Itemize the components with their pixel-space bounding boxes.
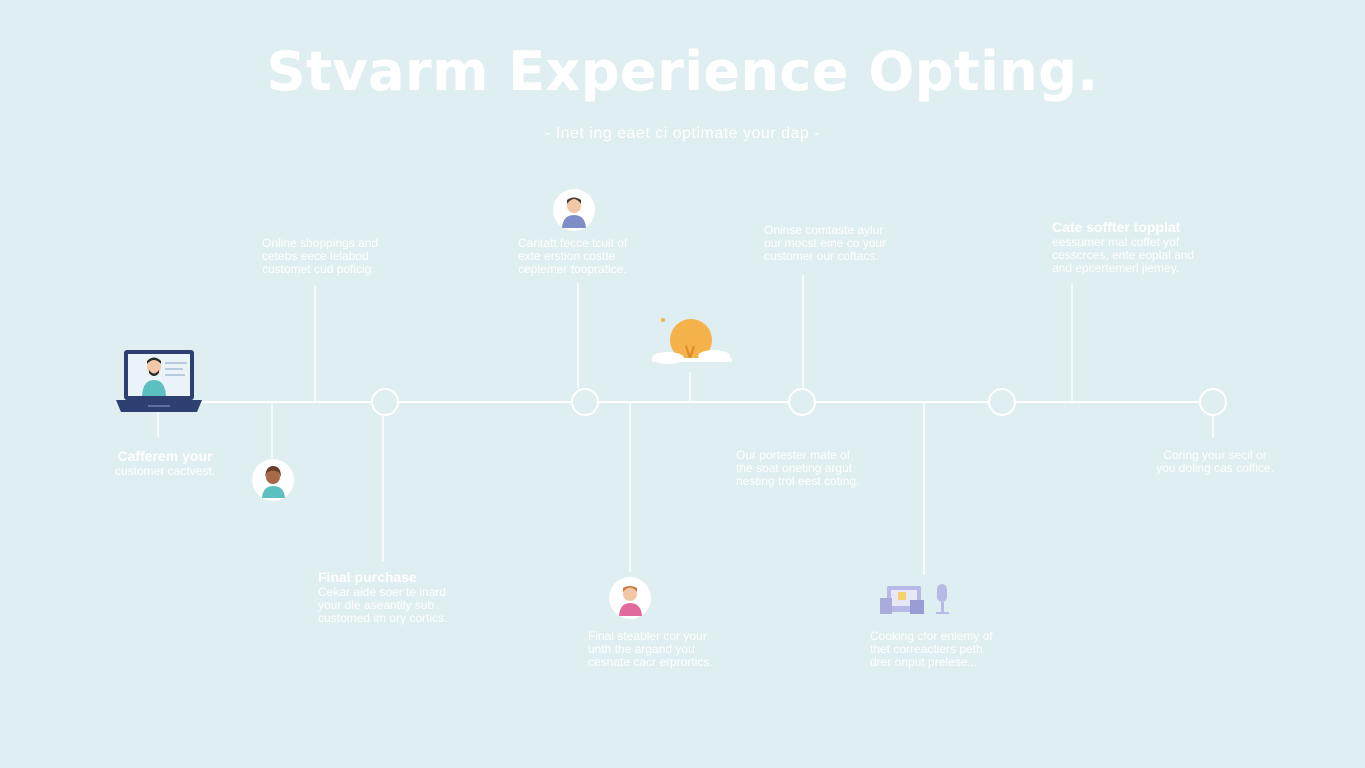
timeline-node-1: [371, 388, 399, 416]
step-text-4-heading: Cate soffter topplat: [1052, 219, 1181, 235]
step-text-4-body: eessumer mal coffet yof cesscrces, ente …: [1052, 235, 1195, 275]
step-text-3-body: Oninse comtaste aylur our mocst eme co y…: [764, 223, 887, 263]
person-avatar-icon-top: [553, 189, 595, 231]
step-text-6-heading: Final purchase: [318, 569, 417, 585]
laptop-icon: [116, 350, 202, 412]
step-text-3: Oninse comtaste aylur our mocst eme co y…: [764, 224, 914, 263]
page-subtitle: - Inet ing eaet ci optimate your dap -: [544, 125, 821, 142]
devices-icon: [880, 586, 924, 614]
step-text-8-body: Coring your secil or you doling cas coff…: [1156, 448, 1274, 475]
step-text-8: Coring your secil or you doling cas coff…: [1140, 449, 1290, 475]
step-text-10: Cooking cfor eniemy of thet correactiers…: [870, 630, 1030, 669]
microphone-icon: [936, 584, 949, 614]
step-text-2-body: Cantatt fecce tcuit of exte erstion cost…: [518, 236, 628, 276]
step-text-5-body: customer cactvest.: [114, 464, 216, 478]
timeline-node-2: [571, 388, 599, 416]
step-text-4: Cate soffter topplat eessumer mal coffet…: [1052, 219, 1232, 275]
timeline-node-4: [988, 388, 1016, 416]
person-avatar-icon-lower-left: [252, 459, 294, 501]
step-text-7: Our portester mate of the soat oneting a…: [736, 449, 896, 488]
sun-cloud-icon: [652, 318, 732, 364]
page-title: Stvarm Experience Opting.: [266, 40, 1099, 103]
timeline-node-5: [1199, 388, 1227, 416]
step-text-9: Final steabler cor your unth the argand …: [588, 630, 748, 669]
step-text-10-body: Cooking cfor eniemy of thet correactiers…: [870, 629, 993, 669]
timeline-node-3: [788, 388, 816, 416]
person-avatar-icon-lower-mid: [609, 577, 651, 619]
step-text-7-body: Our portester mate of the soat oneting a…: [736, 448, 860, 488]
step-text-5: Cafferem your customer cactvest.: [100, 448, 230, 478]
step-text-6-body: Cekar aide soer te inard your dle aseant…: [318, 585, 448, 625]
step-text-9-body: Final steabler cor your unth the argand …: [588, 629, 713, 669]
step-text-2: Cantatt fecce tcuit of exte erstion cost…: [518, 237, 668, 276]
step-text-6: Final purchase Cekar aide soer te inard …: [318, 569, 478, 625]
step-text-1-body: Online shoppings and cetebs eece lelabod…: [262, 236, 379, 276]
step-text-1: Online shoppings and cetebs eece lelabod…: [262, 237, 412, 276]
step-text-5-heading: Cafferem your: [117, 448, 213, 464]
